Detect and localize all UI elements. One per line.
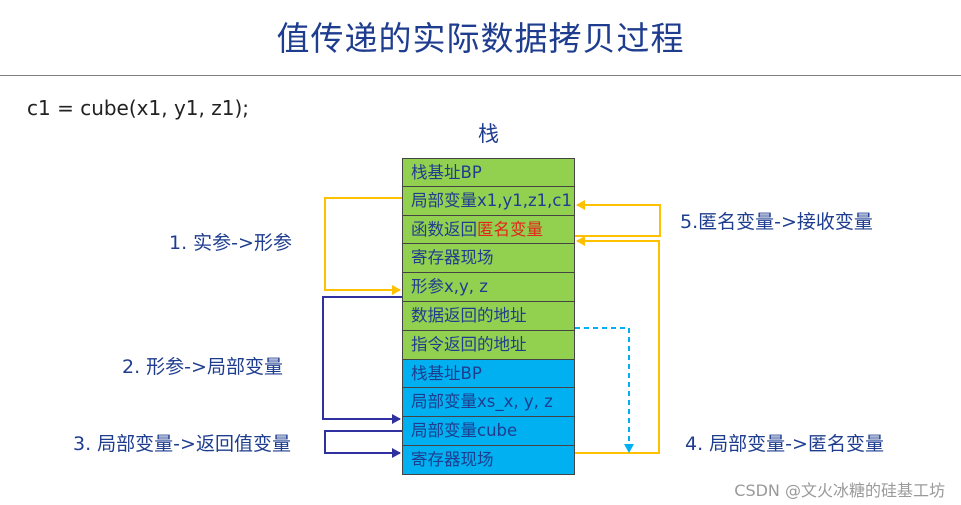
stack-cell-text: 局部变量x1,y1,z1,c1 bbox=[411, 190, 572, 210]
arrow-step3 bbox=[324, 430, 402, 458]
stack-cell-text: 函数返回 bbox=[411, 219, 477, 239]
stack-cell-text: 寄存器现场 bbox=[411, 449, 494, 469]
arrow-step4 bbox=[575, 236, 660, 454]
stack-label: 栈 bbox=[478, 122, 499, 146]
stack-cell-local-cube: 局部变量cube bbox=[402, 417, 575, 446]
page-title: 值传递的实际数据拷贝过程 bbox=[276, 19, 685, 58]
step3-label: 3. 局部变量->返回值变量 bbox=[73, 433, 291, 455]
stack-cell-instruction-return-address: 指令返回的地址 bbox=[402, 330, 575, 360]
stack-cell-text: 寄存器现场 bbox=[411, 248, 494, 268]
watermark: CSDN @文火冰糖的硅基工坊 bbox=[734, 481, 945, 500]
stack-cell-base-pointer-callee: 栈基址BP bbox=[402, 359, 575, 389]
stack-diagram: 栈基址BP 局部变量x1,y1,z1,c1 函数返回匿名变量 寄存器现场 形参x… bbox=[402, 158, 575, 475]
stack-cell-formal-params: 形参x,y, z bbox=[402, 273, 575, 302]
arrow-data-return-address bbox=[575, 327, 634, 453]
arrow-step2 bbox=[322, 296, 402, 424]
step5-label: 5.匿名变量->接收变量 bbox=[680, 211, 873, 233]
arrow-step5 bbox=[575, 200, 661, 237]
stack-cell-base-pointer: 栈基址BP bbox=[402, 158, 575, 187]
stack-cell-text: 局部变量cube bbox=[411, 421, 518, 441]
stack-cell-text: 形参x,y, z bbox=[411, 277, 488, 297]
anonymous-variable-highlight: 匿名变量 bbox=[477, 219, 543, 239]
stack-cell-text: 栈基址BP bbox=[411, 163, 482, 182]
stack-cell-text: 局部变量xs_x, y, z bbox=[411, 392, 553, 412]
stack-cell-data-return-address: 数据返回的地址 bbox=[402, 301, 575, 331]
code-line: c1 = cube(x1, y1, z1); bbox=[27, 96, 249, 120]
stack-cell-return-anonymous: 函数返回匿名变量 bbox=[402, 215, 575, 245]
stack-cell-text: 栈基址BP bbox=[411, 363, 482, 383]
stack-cell-register-context: 寄存器现场 bbox=[402, 244, 575, 274]
title-divider bbox=[0, 75, 961, 76]
step2-label: 2. 形参->局部变量 bbox=[122, 356, 283, 378]
stack-cell-caller-locals: 局部变量x1,y1,z1,c1 bbox=[402, 186, 575, 216]
stack-cell-callee-locals: 局部变量xs_x, y, z bbox=[402, 388, 575, 418]
stack-cell-text: 指令返回的地址 bbox=[411, 334, 527, 354]
step1-label: 1. 实参->形参 bbox=[169, 232, 292, 254]
arrow-step1 bbox=[324, 197, 402, 295]
stack-cell-register-context-callee: 寄存器现场 bbox=[402, 445, 575, 475]
stack-cell-text: 数据返回的地址 bbox=[411, 305, 527, 325]
step4-label: 4. 局部变量->匿名变量 bbox=[685, 433, 884, 455]
